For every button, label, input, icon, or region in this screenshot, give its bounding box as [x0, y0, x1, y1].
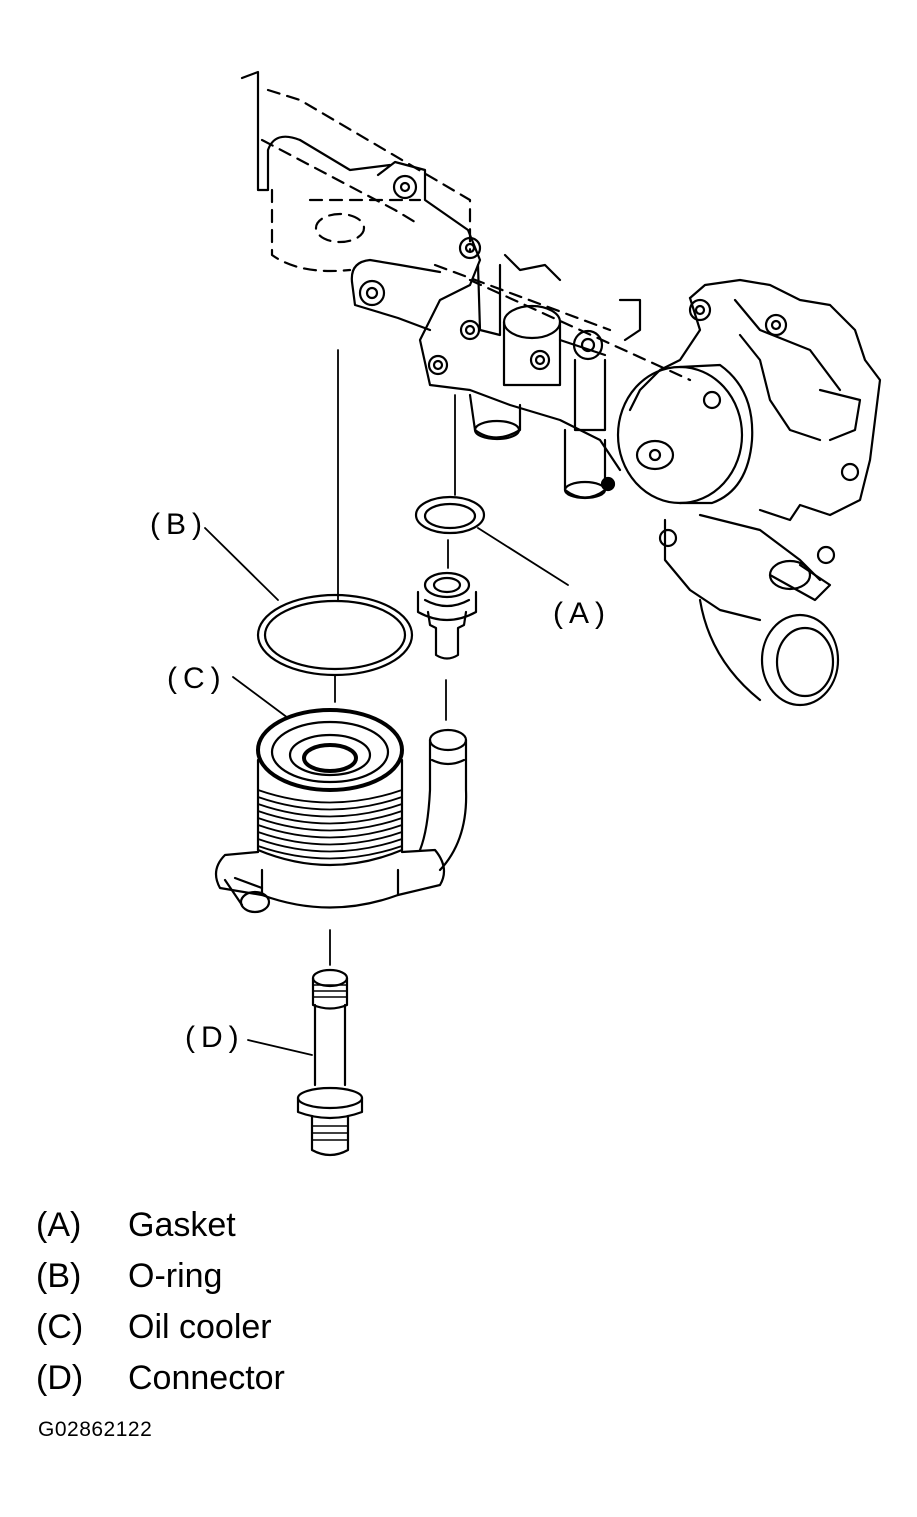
oil-cooler-part — [214, 708, 468, 914]
legend-desc: Gasket — [128, 1206, 236, 1244]
exploded-view-diagram: (B) (A) (C) (D) — [150, 70, 882, 1157]
callout-c: (C) — [167, 662, 227, 695]
leader-lines — [204, 527, 569, 1056]
legend-key: (C) — [36, 1308, 84, 1346]
legend-desc: O-ring — [128, 1257, 223, 1295]
legend-key: (B) — [36, 1257, 82, 1295]
engine-housing — [240, 70, 692, 500]
legend-key: (A) — [36, 1206, 82, 1244]
legend-desc: Connector — [128, 1359, 285, 1397]
water-pump — [616, 278, 882, 707]
legend-key: (D) — [36, 1359, 84, 1397]
connector-part — [296, 968, 364, 1157]
callout-d: (D) — [185, 1021, 245, 1054]
union-fitting — [416, 571, 478, 660]
gasket-part — [414, 495, 486, 535]
alignment-lines — [329, 349, 456, 966]
callout-a: (A) — [553, 597, 611, 630]
legend-desc: Oil cooler — [128, 1308, 272, 1346]
figure-code: G02862122 — [38, 1418, 153, 1441]
o-ring-part — [256, 593, 414, 677]
callout-b: (B) — [150, 508, 208, 541]
